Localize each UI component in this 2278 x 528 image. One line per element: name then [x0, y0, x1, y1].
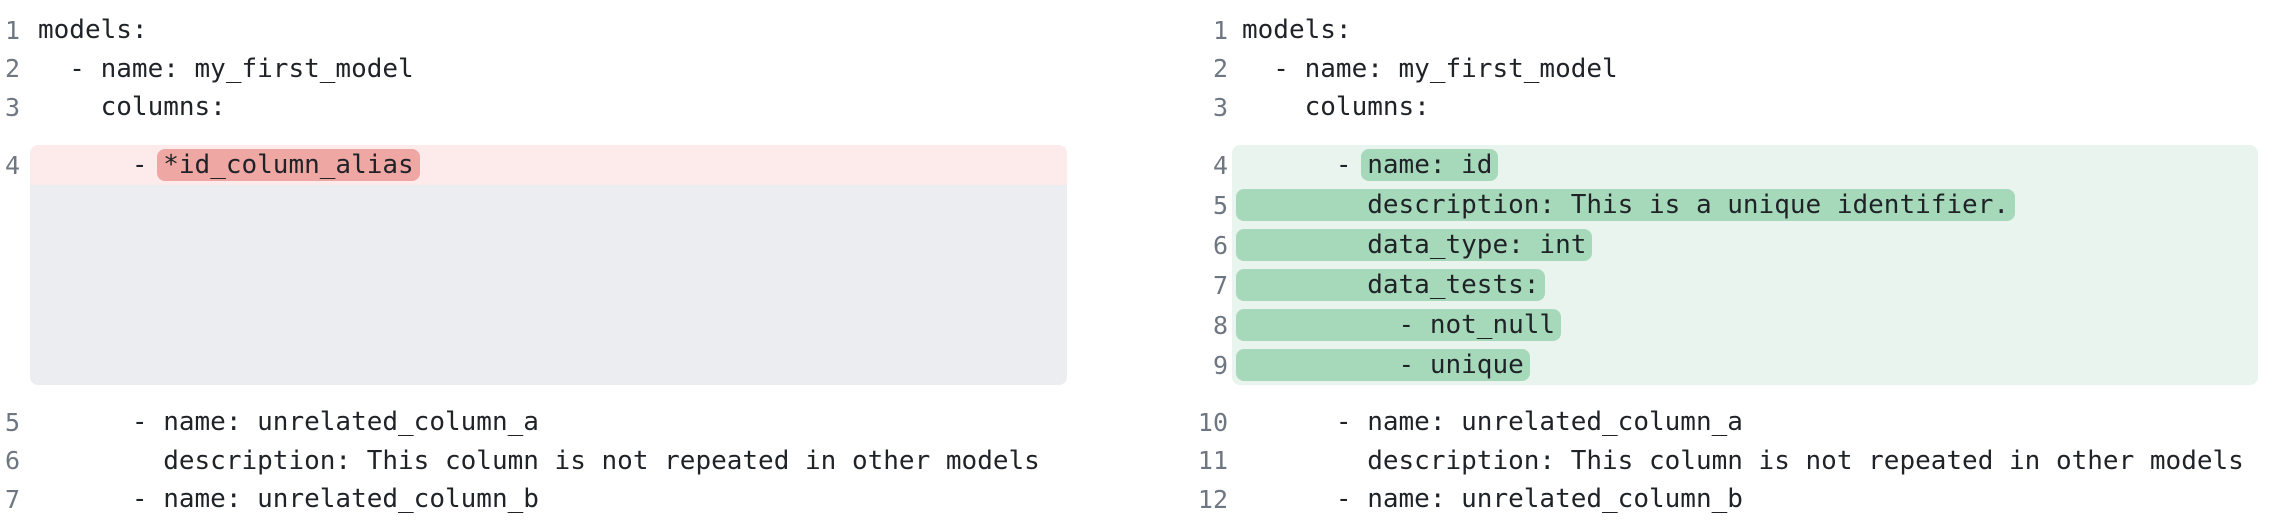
- code-line-text: description: This column is not repeated…: [1242, 445, 2244, 476]
- line-number: 2: [4, 54, 20, 84]
- line-number: 7: [1212, 270, 1228, 300]
- code-line: 3 columns:: [1139, 88, 2278, 127]
- code-line-text: - name: unrelated_column_a: [38, 407, 539, 438]
- code-line: 1 models:: [0, 11, 1139, 50]
- code-line-text: description: This column is not repeated…: [38, 445, 1040, 476]
- line-number: 4: [4, 150, 20, 180]
- line-number: 1: [4, 15, 20, 45]
- code-line-text: - *id_column_alias: [30, 145, 1067, 185]
- line-number: 12: [1197, 484, 1228, 514]
- collapsed-lines-placeholder: [30, 185, 1067, 385]
- added-word-highlight: - not_null: [1236, 309, 1562, 341]
- line-number: 11: [1197, 446, 1228, 476]
- code-line-added: 4 - name: id: [1139, 145, 2278, 185]
- line-number: 6: [1212, 230, 1228, 260]
- code-line-added: 9 - unique: [1139, 345, 2278, 385]
- code-line: 6 description: This column is not repeat…: [0, 442, 1139, 481]
- code-unchanged-segment: -: [1242, 150, 1368, 180]
- code-line-text: - name: unrelated_column_b: [1242, 484, 1743, 515]
- line-number: 3: [4, 92, 20, 122]
- line-number: 5: [1212, 190, 1228, 220]
- line-number: 3: [1212, 92, 1228, 122]
- code-line-text: - name: my_first_model: [1242, 53, 1618, 84]
- code-line: 7 - name: unrelated_column_b: [0, 480, 1139, 519]
- added-word-highlight: description: This is a unique identifier…: [1236, 189, 2016, 221]
- line-number: 2: [1212, 54, 1228, 84]
- code-line-text: models:: [1242, 15, 1352, 46]
- line-number: 6: [4, 446, 20, 476]
- code-unchanged-segment: -: [38, 150, 164, 180]
- code-line-added: 7 data_tests:: [1139, 265, 2278, 305]
- added-word-highlight: data_tests:: [1236, 269, 1546, 301]
- code-line-text: models:: [38, 15, 148, 46]
- line-number: 1: [1212, 15, 1228, 45]
- code-line-text: data_type: int: [1232, 225, 2258, 265]
- code-line-text: - name: unrelated_column_a: [1242, 407, 1743, 438]
- code-line-removed: 4 - *id_column_alias: [0, 145, 1139, 185]
- code-line: 5 - name: unrelated_column_a: [0, 403, 1139, 442]
- line-number: 7: [4, 484, 20, 514]
- code-line-text: - name: id: [1232, 145, 2258, 185]
- added-word-highlight: name: id: [1361, 149, 1499, 181]
- code-line-added: 8 - not_null: [1139, 305, 2278, 345]
- code-line-text: - not_null: [1232, 305, 2258, 345]
- code-line-text: - unique: [1232, 345, 2258, 385]
- line-number: 8: [1212, 310, 1228, 340]
- added-word-highlight: data_type: int: [1236, 229, 1593, 261]
- code-line: 1 models:: [1139, 11, 2278, 50]
- code-line-text: description: This is a unique identifier…: [1232, 185, 2258, 225]
- code-line-added: 5 description: This is a unique identifi…: [1139, 185, 2278, 225]
- code-line: 3 columns:: [0, 88, 1139, 127]
- code-line: 10 - name: unrelated_column_a: [1139, 403, 2278, 442]
- code-line-text: columns:: [38, 92, 226, 123]
- line-number: 10: [1197, 407, 1228, 437]
- code-line: 2 - name: my_first_model: [0, 50, 1139, 89]
- code-line-text: data_tests:: [1232, 265, 2258, 305]
- code-line: 12 - name: unrelated_column_b: [1139, 480, 2278, 519]
- code-line-text: - name: my_first_model: [38, 53, 414, 84]
- collapsed-region-row: [0, 185, 1139, 385]
- code-line: 11 description: This column is not repea…: [1139, 442, 2278, 481]
- removed-word-highlight: *id_column_alias: [157, 149, 420, 181]
- code-line-added: 6 data_type: int: [1139, 225, 2278, 265]
- line-number: 5: [4, 407, 20, 437]
- added-word-highlight: - unique: [1236, 349, 1530, 381]
- line-number: 4: [1212, 150, 1228, 180]
- line-number: 9: [1212, 350, 1228, 380]
- code-line-text: columns:: [1242, 92, 1430, 123]
- code-line-text: - name: unrelated_column_b: [38, 484, 539, 515]
- code-line: 2 - name: my_first_model: [1139, 50, 2278, 89]
